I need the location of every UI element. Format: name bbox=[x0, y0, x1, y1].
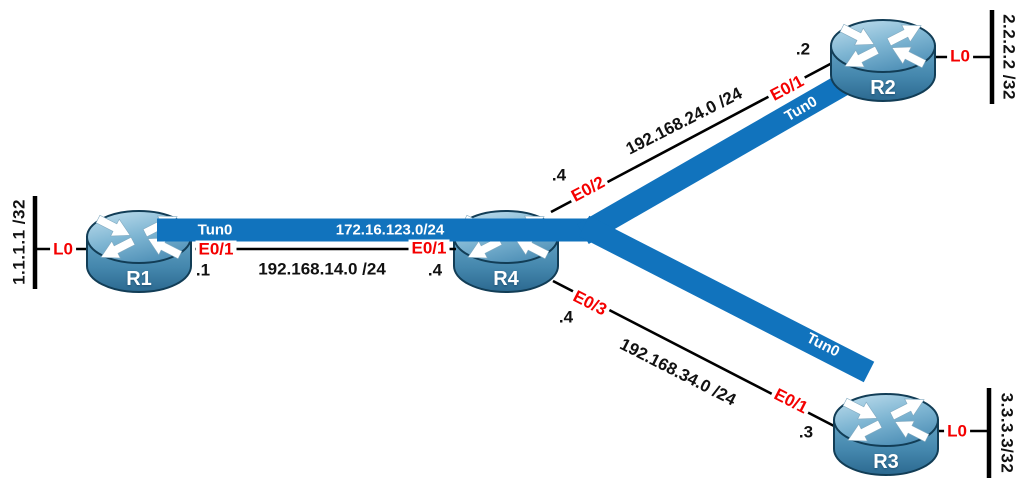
router-icon bbox=[833, 393, 939, 476]
router-r4-label: R4 bbox=[493, 268, 519, 290]
loopback-iface-r1: L0 bbox=[50, 240, 76, 258]
iface-r3-e01: E0/1 bbox=[768, 384, 814, 418]
subnet-r4-r3: 192.168.34.0 /24 bbox=[616, 334, 740, 410]
iface-r4-e02: E0/2 bbox=[565, 171, 611, 207]
router-r3: R3 bbox=[830, 389, 942, 477]
router-arrows bbox=[95, 214, 183, 260]
router-icon bbox=[86, 210, 192, 293]
router-r1: R1 bbox=[83, 206, 195, 294]
tunnel-network-label: 172.16.123.0/24 bbox=[335, 221, 445, 239]
ip-r4-on-24: .4 bbox=[551, 165, 567, 185]
iface-r1-e01: E0/1 bbox=[195, 240, 237, 258]
router-r2-label: R2 bbox=[870, 77, 896, 99]
loopback-network-r3: 3.3.3.3/32 bbox=[997, 392, 1017, 474]
router-arrows bbox=[839, 23, 927, 69]
ip-r1-on-14: .1 bbox=[195, 260, 211, 280]
ip-r3-on-34: .3 bbox=[798, 422, 814, 442]
ip-r4-on-14: .4 bbox=[427, 260, 443, 280]
tunnel-label-r2: Tun0 bbox=[781, 92, 821, 126]
loopback-network-r2: 2.2.2.2 /32 bbox=[999, 14, 1019, 100]
iface-r4-e01: E0/1 bbox=[408, 239, 450, 257]
subnet-r1-r4: 192.168.14.0 /24 bbox=[258, 259, 386, 279]
loopback-iface-r3: L0 bbox=[944, 422, 970, 440]
loopback-network-r1: 1.1.1.1 /32 bbox=[9, 199, 29, 285]
ip-r4-on-34: .4 bbox=[558, 307, 574, 327]
tunnel-label-r3: Tun0 bbox=[803, 329, 843, 361]
subnet-r4-r2: 192.168.24.0 /24 bbox=[622, 83, 746, 159]
router-r1-label: R1 bbox=[126, 268, 152, 290]
loopback-iface-r2: L0 bbox=[947, 47, 973, 65]
router-icon bbox=[830, 19, 936, 102]
tunnel-label-r1: Tun0 bbox=[197, 221, 233, 239]
iface-r4-e03: E0/3 bbox=[567, 286, 613, 320]
router-r3-label: R3 bbox=[873, 451, 899, 473]
router-arrows bbox=[842, 397, 930, 443]
router-r4: R4 bbox=[450, 206, 562, 294]
ip-r2-on-24: .2 bbox=[795, 39, 811, 59]
router-r2: R2 bbox=[827, 15, 939, 103]
